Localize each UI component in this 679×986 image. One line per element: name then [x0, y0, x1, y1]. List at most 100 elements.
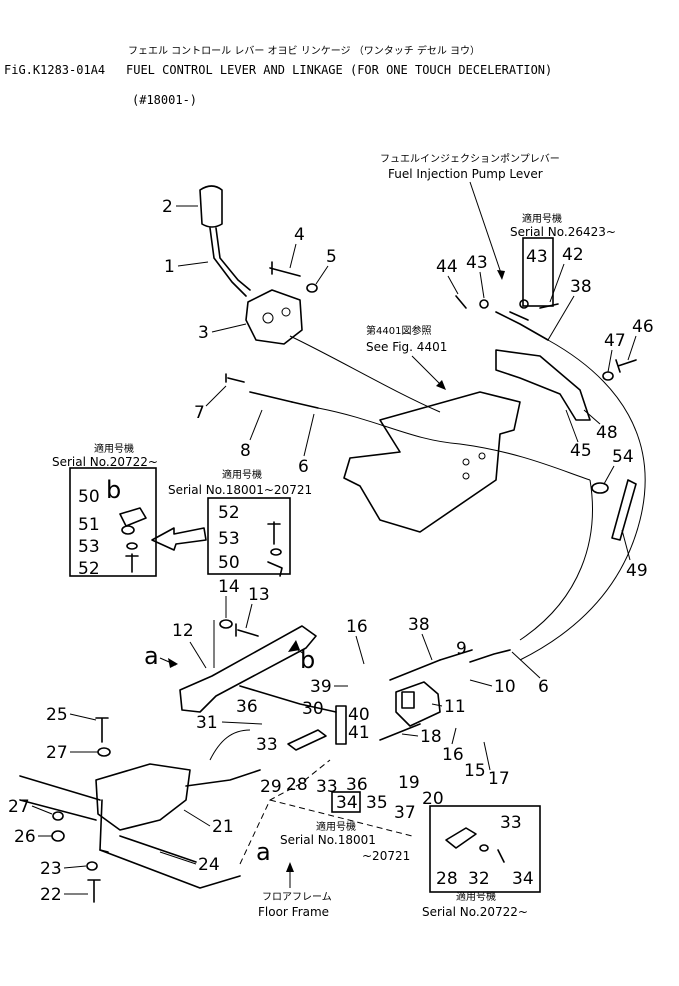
- figure-number: FiG.K1283-01A4: [4, 63, 105, 77]
- applicable-caption-jp-5: 適用号機: [456, 890, 496, 903]
- applicable-caption-jp-1: 適用号機: [522, 212, 562, 225]
- applicable-caption-jp-3: 適用号機: [222, 468, 262, 481]
- part-label-11: 11: [444, 697, 466, 717]
- part-label-48: 48: [596, 423, 618, 443]
- callouts: フュエルインジェクションポンプレバー Fuel Injection Pump L…: [52, 153, 616, 919]
- part-label-43a: 43: [466, 253, 488, 273]
- part-label-25: 25: [46, 705, 68, 725]
- figure-title: FUEL CONTROL LEVER AND LINKAGE (FOR ONE …: [126, 63, 552, 77]
- part-label-12: 12: [172, 621, 194, 641]
- part-label-16-lower: 16: [442, 745, 464, 765]
- part-label-29: 29: [260, 777, 282, 797]
- part-label-10: 10: [494, 677, 516, 697]
- view-marker-b-main: b: [300, 646, 315, 674]
- part-label-45: 45: [570, 441, 592, 461]
- part-label-43b: 43: [526, 247, 548, 267]
- part-label-2: 2: [162, 197, 173, 217]
- part-label-27-upper: 27: [46, 743, 68, 763]
- part-label-38-lower: 38: [408, 615, 430, 635]
- part-label-6-lower: 6: [538, 677, 549, 697]
- part-label-39: 39: [310, 677, 332, 697]
- serial-18001-caption-b: Serial No.18001: [280, 833, 376, 847]
- part-label-1: 1: [164, 257, 175, 277]
- part-label-49: 49: [626, 561, 648, 581]
- part-label-30: 30: [302, 699, 324, 719]
- part-label-35: 35: [366, 793, 388, 813]
- detail-box-serial-26423: [522, 237, 554, 307]
- part-label-47: 47: [604, 331, 626, 351]
- fuel-pump-lever-caption-jp: フュエルインジェクションポンプレバー: [380, 153, 560, 165]
- detail-serial-18001-20721-parts: 52 53 50: [218, 503, 283, 577]
- serial-20721-caption-b: ~20721: [362, 849, 410, 863]
- part-label-41: 41: [348, 723, 370, 743]
- applicable-caption-jp-2: 適用号機: [94, 442, 134, 455]
- floor-frame-caption: Floor Frame: [258, 905, 329, 919]
- part-label-24: 24: [198, 855, 220, 875]
- part-label-42: 42: [562, 245, 584, 265]
- detail-box-serial-20722: [69, 467, 157, 577]
- detail-serial-20722-parts: 50 51 53 52: [78, 487, 147, 579]
- part-label-34: 34: [336, 793, 358, 813]
- header: フェエル コントロール レバー オヨビ リンケージ （ワンタッチ デセル ヨウ）…: [4, 44, 552, 107]
- part-label-26: 26: [14, 827, 36, 847]
- part-label-33-lower: 33: [316, 777, 338, 797]
- detail-c-label-50: 50: [218, 553, 240, 573]
- part-label-37: 37: [394, 803, 416, 823]
- part-label-8: 8: [240, 441, 251, 461]
- part-label-38-upper: 38: [570, 277, 592, 297]
- title-japanese: フェエル コントロール レバー オヨビ リンケージ （ワンタッチ デセル ヨウ）: [128, 44, 480, 57]
- part-label-33: 33: [256, 735, 278, 755]
- fuel-pump-lever-caption: Fuel Injection Pump Lever: [388, 167, 543, 181]
- part-label-7: 7: [194, 403, 205, 423]
- view-marker-a-upper: a: [144, 642, 159, 670]
- serial-range: (#18001-): [132, 93, 197, 107]
- part-label-36-upper: 36: [236, 697, 258, 717]
- part-label-18: 18: [420, 727, 442, 747]
- part-label-20: 20: [422, 789, 444, 809]
- part-label-54: 54: [612, 447, 634, 467]
- serial-20722-caption-b: Serial No.20722~: [422, 905, 528, 919]
- part-label-22: 22: [40, 885, 62, 905]
- part-label-40: 40: [348, 705, 370, 725]
- see-fig-caption-jp: 第4401図参照: [366, 324, 431, 337]
- label-box-34: [331, 791, 361, 813]
- part-label-4: 4: [294, 225, 305, 245]
- detail-box-serial-20722-b: [429, 805, 541, 893]
- detail-serial-20722-b-parts: 33 28 32 34: [436, 813, 534, 889]
- part-label-31: 31: [196, 713, 218, 733]
- linkage-drawing: [19, 185, 646, 903]
- detail-label-50: 50: [78, 487, 100, 507]
- see-fig-caption: See Fig. 4401: [366, 340, 447, 354]
- part-labels: 2 1 4 5 3 7 8 6 44 43 43 42 38 46 47 48 …: [8, 197, 654, 905]
- detail-d-label-33: 33: [500, 813, 522, 833]
- detail-d-label-28: 28: [436, 869, 458, 889]
- part-label-19: 19: [398, 773, 420, 793]
- part-label-14: 14: [218, 577, 240, 597]
- part-label-15: 15: [464, 761, 486, 781]
- part-label-9: 9: [456, 639, 467, 659]
- part-label-46: 46: [632, 317, 654, 337]
- part-label-28: 28: [286, 775, 308, 795]
- detail-c-label-53: 53: [218, 529, 240, 549]
- detail-label-51: 51: [78, 515, 100, 535]
- detail-d-label-32: 32: [468, 869, 490, 889]
- view-marker-b-detail: b: [106, 476, 121, 504]
- detail-label-53: 53: [78, 537, 100, 557]
- part-label-13: 13: [248, 585, 270, 605]
- part-label-27-lower: 27: [8, 797, 30, 817]
- detail-box-serial-18001-20721: [207, 497, 291, 575]
- detail-label-52: 52: [78, 559, 100, 579]
- part-label-5: 5: [326, 247, 337, 267]
- detail-c-label-52: 52: [218, 503, 240, 523]
- part-label-6-upper: 6: [298, 457, 309, 477]
- part-label-21: 21: [212, 817, 234, 837]
- applicable-caption-jp-4: 適用号機: [316, 820, 356, 833]
- view-marker-a-lower: a: [256, 838, 271, 866]
- part-label-36-lower: 36: [346, 775, 368, 795]
- serial-18001-20721-caption-a: Serial No.18001~20721: [168, 483, 312, 497]
- part-label-17: 17: [488, 769, 510, 789]
- floor-frame-caption-jp: フロアフレーム: [262, 891, 332, 903]
- serial-26423-caption: Serial No.26423~: [510, 225, 616, 239]
- part-label-16-upper: 16: [346, 617, 368, 637]
